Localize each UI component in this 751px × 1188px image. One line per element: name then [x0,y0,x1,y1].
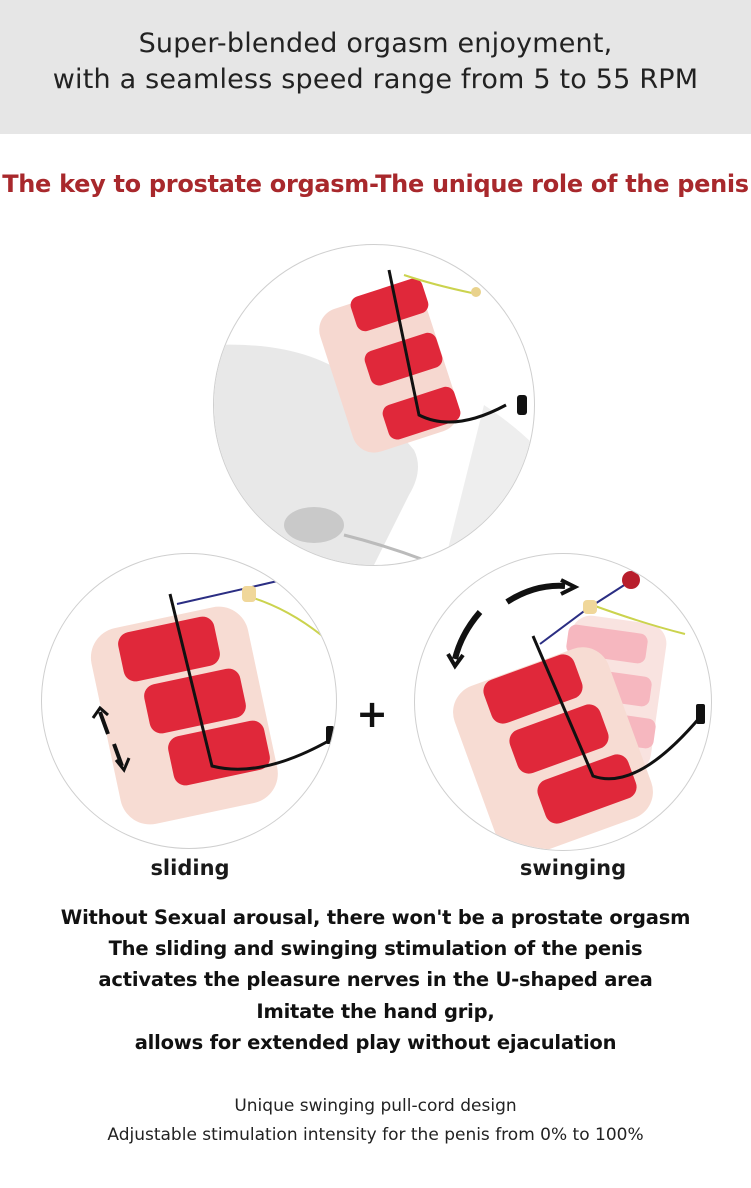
device-illustration-sliding [41,553,337,849]
description-line-3: activates the pleasure nerves in the U-s… [98,968,653,991]
device-sliding-image [90,579,334,825]
device-illustration-swinging [414,553,712,851]
caption-swinging: swinging [519,856,627,880]
banner-line-1: Super-blended orgasm enjoyment, [138,28,613,59]
section-title: The key to prostate orgasm-The unique ro… [2,170,749,198]
device-top-image [214,269,534,565]
header-banner: Super-blended orgasm enjoyment, with a s… [0,0,751,134]
description-line-4: Imitate the hand grip, [256,1000,495,1023]
plus-sign: + [356,692,388,736]
banner-line-2: with a seamless speed range from 5 to 55… [52,64,699,95]
device-illustration-top [213,244,535,566]
description-line-1: Without Sexual arousal, there won't be a… [60,906,691,929]
device-swinging-image [446,571,705,850]
description-line-5: allows for extended play without ejacula… [134,1031,617,1054]
footer-line-1: Unique swinging pull-cord design [234,1096,517,1116]
description-line-2: The sliding and swinging stimulation of … [108,937,643,960]
footer-line-2: Adjustable stimulation intensity for the… [107,1125,644,1145]
caption-sliding: sliding [150,856,230,880]
